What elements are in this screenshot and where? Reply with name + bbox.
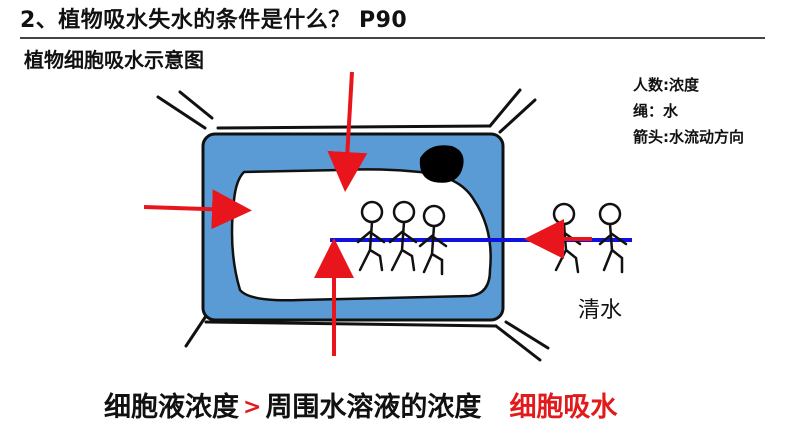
stick-figure xyxy=(598,202,628,274)
diagram-subtitle: 植物细胞吸水示意图 xyxy=(24,48,204,72)
conclusion-operator: > xyxy=(243,395,262,420)
conclusion: 细胞液浓度>周围水溶液的浓度细胞吸水 xyxy=(104,385,617,424)
vacuole xyxy=(230,168,492,302)
outside-water-label: 清水 xyxy=(578,298,623,323)
arrow-top xyxy=(327,71,368,192)
stick-figure xyxy=(418,204,448,276)
arrow-left xyxy=(143,189,252,230)
conclusion-right: 周围水溶液的浓度 xyxy=(265,392,482,423)
stick-figure xyxy=(388,200,418,272)
conclusion-left: 细胞液浓度 xyxy=(104,392,239,423)
nucleus xyxy=(419,145,464,183)
legend-item-people: 人数:浓度 xyxy=(633,76,699,94)
legend: 人数:浓度 绳：水 箭头:水流动方向 xyxy=(633,72,744,150)
legend-item-arrow: 箭头:水流动方向 xyxy=(633,128,744,146)
slide-title: 2、植物吸水失水的条件是什么？ P90 xyxy=(20,8,408,33)
neighbor-cell-walls xyxy=(156,88,550,362)
people-inside xyxy=(356,200,448,276)
water-flow-arrows xyxy=(143,71,592,356)
stick-figure xyxy=(356,200,386,272)
conclusion-result: 细胞吸水 xyxy=(509,392,618,423)
legend-item-rope: 绳：水 xyxy=(633,102,679,120)
title-underline xyxy=(20,37,765,39)
